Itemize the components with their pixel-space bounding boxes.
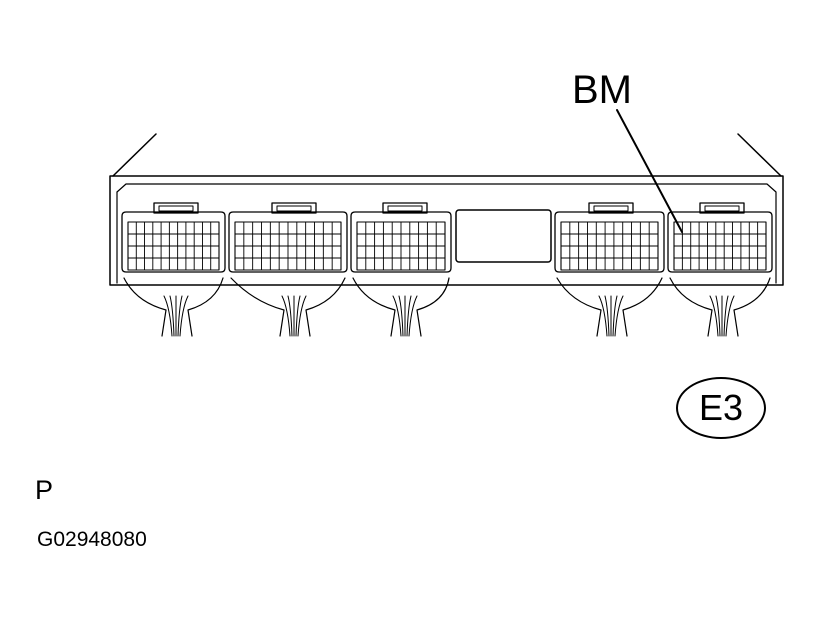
callout-leader: [616, 109, 683, 233]
connector-code: E3: [698, 387, 744, 428]
callout-label: BM: [572, 68, 632, 112]
connector-4: [554, 202, 665, 337]
ecu-case: [109, 133, 784, 286]
figure-id: G02948080: [37, 528, 147, 551]
connector-1: [121, 202, 226, 337]
connector-2: [228, 202, 348, 337]
view-label: P: [35, 475, 54, 505]
connector-3: [350, 202, 452, 337]
connector-code-badge: E3: [676, 377, 766, 439]
connector-5: [667, 202, 773, 337]
